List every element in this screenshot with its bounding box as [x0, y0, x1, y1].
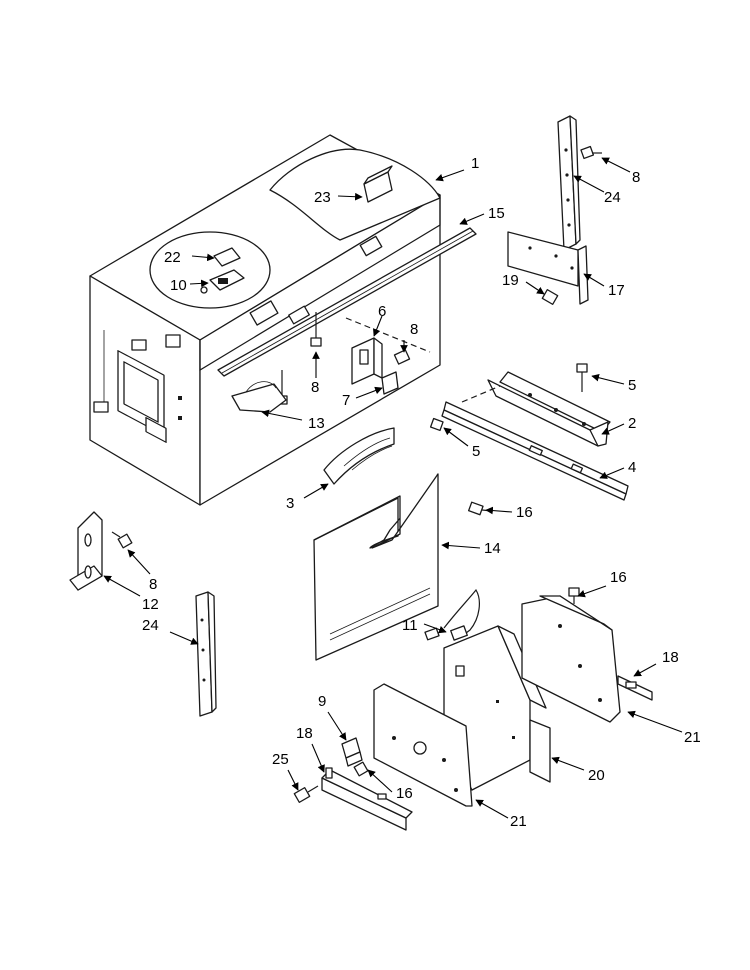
cabinet-housing — [89, 134, 441, 506]
part-21-right-panel — [521, 595, 621, 723]
part-4-slide-rail — [441, 401, 629, 501]
screw-8-left — [111, 531, 133, 549]
callout-7: 7 — [342, 392, 350, 409]
screw-25 — [293, 785, 319, 803]
callout-12: 12 — [142, 596, 159, 613]
dashed-guide-2 — [461, 385, 501, 403]
callout-labels: 1 23 15 22 10 6 8 8 7 13 8 24 17 19 5 2 … — [142, 155, 701, 830]
callout-19: 19 — [502, 272, 519, 289]
part-24-top — [557, 115, 581, 251]
screw-5-left — [429, 417, 444, 432]
callout-6: 6 — [378, 303, 386, 320]
part-9 — [341, 737, 363, 767]
screw-5-top — [576, 363, 588, 392]
callout-5-a: 5 — [628, 377, 636, 394]
callout-15: 15 — [488, 205, 505, 222]
callout-8-d: 8 — [149, 576, 157, 593]
callout-13: 13 — [308, 415, 325, 432]
callout-10: 10 — [170, 277, 187, 294]
screw-16-top — [468, 501, 493, 516]
part-18-right-rail — [617, 675, 653, 701]
callout-18-a: 18 — [662, 649, 679, 666]
part-12-bracket — [69, 511, 103, 591]
part-10 — [200, 269, 245, 294]
callout-1: 1 — [471, 155, 479, 172]
callout-8-a: 8 — [410, 321, 418, 338]
screw-16-bottom — [353, 761, 369, 777]
part-3-handle — [323, 427, 395, 485]
callout-22: 22 — [164, 249, 181, 266]
screw-8-top — [310, 312, 322, 347]
part-14-panel — [313, 473, 439, 661]
callout-4: 4 — [628, 459, 636, 476]
callout-24-b: 24 — [142, 617, 159, 634]
callout-leaders — [103, 157, 683, 819]
part-24-bottom — [195, 591, 217, 717]
part-21-left-panel — [373, 683, 473, 807]
callout-8-c: 8 — [632, 169, 640, 186]
callout-16-c: 16 — [396, 785, 413, 802]
callout-16-a: 16 — [516, 504, 533, 521]
screw-19 — [541, 289, 559, 305]
callout-16-b: 16 — [610, 569, 627, 586]
callout-24-a: 24 — [604, 189, 621, 206]
callout-9: 9 — [318, 693, 326, 710]
screw-16-right — [568, 587, 580, 604]
callout-2: 2 — [628, 415, 636, 432]
callout-3: 3 — [286, 495, 294, 512]
callout-21-a: 21 — [684, 729, 701, 746]
callout-8-b: 8 — [311, 379, 319, 396]
screw-8-switch — [393, 349, 411, 365]
callout-23: 23 — [314, 189, 331, 206]
part-11-wire — [424, 588, 480, 641]
screw-8-right — [580, 145, 602, 160]
part-15-rail — [217, 227, 477, 377]
callout-17: 17 — [608, 282, 625, 299]
part-17-bracket — [507, 231, 589, 305]
part-7 — [381, 371, 399, 395]
callout-20: 20 — [588, 767, 605, 784]
callout-21-b: 21 — [510, 813, 527, 830]
part-13-bracket — [231, 381, 287, 413]
part-23 — [363, 165, 393, 203]
part-18-left-rail — [321, 767, 413, 831]
callout-25: 25 — [272, 751, 289, 768]
dashed-guide — [345, 317, 431, 353]
callout-14: 14 — [484, 540, 501, 557]
part-22 — [213, 247, 241, 267]
callout-11: 11 — [402, 617, 418, 634]
callout-18-b: 18 — [296, 725, 313, 742]
callout-5-b: 5 — [472, 443, 480, 460]
